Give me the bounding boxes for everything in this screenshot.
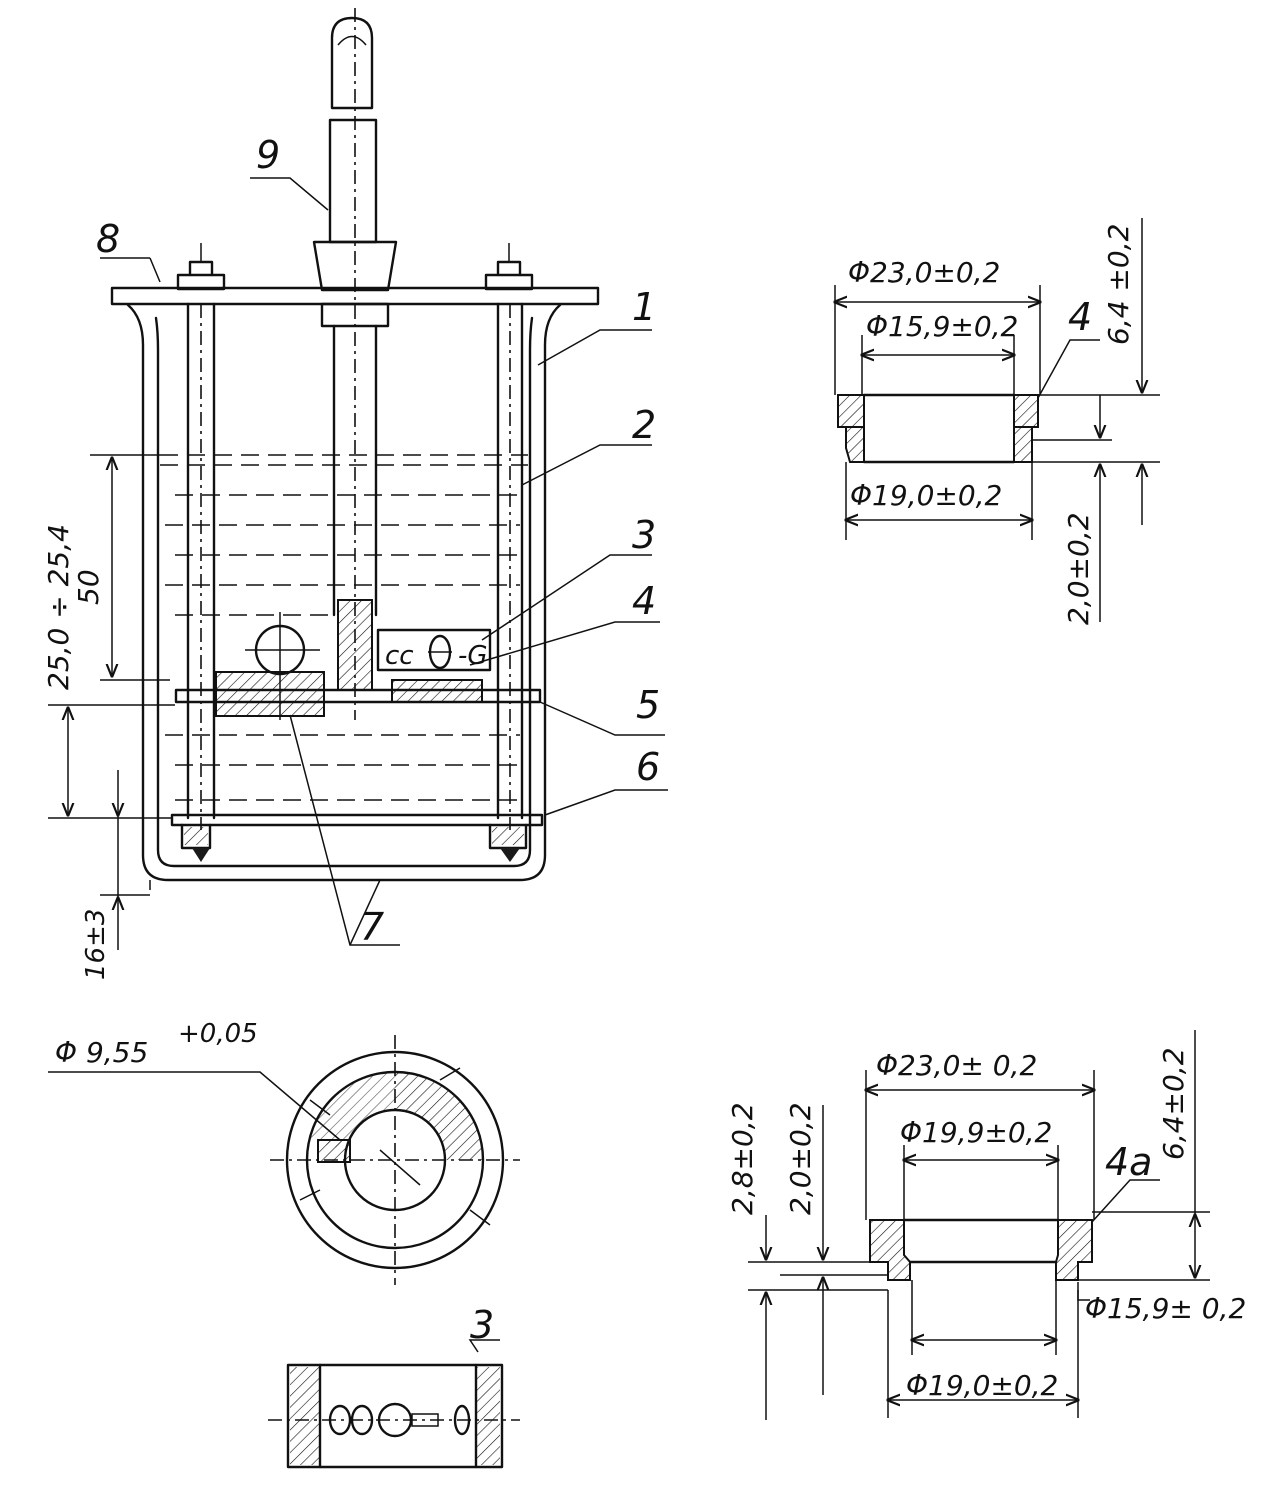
part-label-6: 6	[636, 745, 660, 789]
holder-marking: cc	[385, 641, 414, 671]
detail4-inner-dia: Φ15,9±0,2	[866, 310, 1018, 343]
detail4-step-dia: Φ19,0±0,2	[850, 479, 1002, 512]
part-label-3: 3	[632, 513, 656, 557]
detail4a-step-height: 2,0±0,2	[784, 1102, 817, 1215]
main-dimensions	[48, 454, 175, 950]
part-label-5: 5	[636, 683, 660, 727]
holder-section-view	[268, 1339, 520, 1469]
detail4a-rim-height: 2,8±0,2	[726, 1102, 759, 1215]
detail4a-outer-dia: Φ23,0± 0,2	[876, 1049, 1037, 1082]
liquid-level	[160, 454, 528, 801]
detail4-outer-dia: Φ23,0±0,2	[848, 256, 1000, 289]
detail4a-bore-dia: Φ15,9± 0,2	[1085, 1292, 1246, 1325]
base-plate	[170, 813, 544, 862]
detail4a-step-dia: Φ19,0±0,2	[906, 1369, 1058, 1402]
part-label-4: 4	[632, 579, 656, 623]
detail4-label: 4	[1068, 295, 1092, 339]
part-label-8: 8	[96, 217, 120, 261]
sample-platform: cc -G	[174, 612, 542, 720]
part-label-1: 1	[632, 285, 656, 329]
depth-50-dim: 50	[72, 569, 105, 605]
bottom-gap-dim: 16±3	[81, 909, 111, 980]
holder-marking-2: -G	[458, 641, 488, 671]
support-rods	[186, 302, 524, 830]
part-label-7: 7	[360, 905, 384, 949]
main-assembly: cc -G 8 9 1 2 3 4 5 6 7	[42, 8, 668, 980]
part-label-9: 9	[256, 133, 280, 177]
depth-range-dim: 25,0 ÷ 25,4	[42, 524, 75, 690]
leader-lines	[100, 177, 668, 946]
beaker-vessel	[126, 303, 562, 890]
holder-top-view	[48, 1035, 520, 1285]
detail-ring-4	[835, 218, 1160, 622]
holder-hole-tolerance: +0,05	[178, 1019, 258, 1049]
detail4a-label: 4a	[1105, 1140, 1152, 1184]
detail4a-inner-dia: Φ19,9±0,2	[900, 1116, 1052, 1149]
detail4-height: 6,4 ±0,2	[1102, 224, 1135, 345]
detail-ring-4a	[748, 1030, 1210, 1420]
part-label-2: 2	[632, 403, 656, 447]
detail4-step-height: 2,0±0,2	[1062, 512, 1095, 625]
detail4a-height: 6,4±0,2	[1157, 1047, 1190, 1160]
stirrer-shaft	[312, 8, 398, 720]
holder-section-label: 3	[470, 1303, 494, 1347]
holder-hole-dia: Φ 9,55	[55, 1036, 148, 1069]
